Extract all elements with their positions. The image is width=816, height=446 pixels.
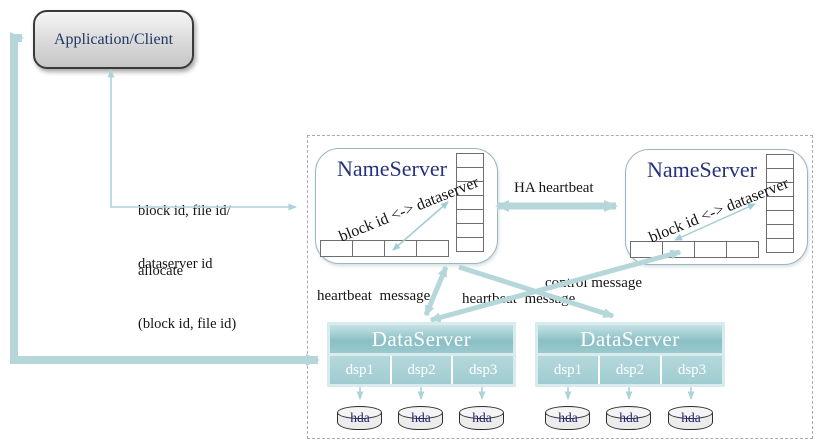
dataserver-1-title: DataServer bbox=[371, 327, 472, 351]
dataserver-1-dsp3: dsp3 bbox=[453, 356, 513, 384]
dataserver-1-dsp1: dsp1 bbox=[330, 356, 390, 384]
dataserver-1-dsp2: dsp2 bbox=[391, 356, 452, 384]
disk-label: hda bbox=[350, 410, 370, 425]
table-cell bbox=[384, 240, 417, 257]
dataserver-1-partitions: dsp1 dsp2 dsp3 bbox=[330, 356, 513, 384]
table-cell bbox=[456, 153, 484, 168]
heartbeat-message-left-label: heartbeat message bbox=[317, 288, 431, 304]
dataserver-1-header: DataServer bbox=[330, 325, 513, 354]
disk-label: hda bbox=[558, 410, 578, 425]
disk-cylinder-top bbox=[545, 406, 590, 419]
table-cell bbox=[766, 224, 794, 239]
table-cell bbox=[766, 154, 794, 169]
response-label-line1: dataserver id bbox=[138, 256, 213, 272]
dataserver-2-title: DataServer bbox=[580, 327, 680, 351]
table-cell bbox=[456, 237, 484, 252]
nameserver-1-title: NameServer bbox=[337, 156, 447, 181]
disk-label: hda bbox=[472, 410, 492, 425]
table-cell bbox=[766, 238, 794, 253]
disk-cylinder-top bbox=[398, 406, 443, 419]
application-client-label: Application/Client bbox=[53, 30, 174, 48]
table-cell bbox=[662, 241, 695, 258]
disk-cylinder-top bbox=[668, 406, 713, 419]
nameserver-2-box: NameServer block id <-> dataserver bbox=[625, 149, 808, 265]
table-cell bbox=[352, 240, 385, 257]
disk-hda: hda bbox=[668, 406, 714, 433]
ha-heartbeat-label: HA heartbeat bbox=[514, 180, 594, 196]
table-cell bbox=[766, 210, 794, 225]
response-label-line2: (block id, file id) bbox=[138, 316, 237, 332]
disk-cylinder-top bbox=[337, 406, 382, 419]
nameserver-1-box: NameServer block id <-> dataserver bbox=[315, 148, 498, 264]
dataserver-2-dsp2: dsp2 bbox=[600, 356, 660, 384]
dataserver-2-dsp1: dsp1 bbox=[538, 356, 598, 384]
table-cell bbox=[416, 240, 449, 257]
disk-hda: hda bbox=[606, 406, 652, 433]
nameserver-1-block-table bbox=[456, 153, 484, 252]
nameserver-1-dataserver-table bbox=[320, 240, 449, 257]
table-cell bbox=[456, 223, 484, 238]
dataserver-2-header: DataServer bbox=[538, 325, 722, 354]
table-cell bbox=[694, 241, 727, 258]
disk-hda: hda bbox=[545, 406, 591, 433]
nameserver-2-dataserver-table bbox=[630, 241, 759, 258]
disk-label: hda bbox=[411, 410, 431, 425]
disk-hda: hda bbox=[398, 406, 444, 433]
application-client-box: Application/Client bbox=[33, 10, 194, 69]
disk-cylinder-top bbox=[459, 406, 504, 419]
table-cell bbox=[456, 209, 484, 224]
dataserver-2-dsp3: dsp3 bbox=[662, 356, 722, 384]
dataserver-2-partitions: dsp1 dsp2 dsp3 bbox=[538, 356, 722, 384]
table-cell bbox=[726, 241, 759, 258]
heartbeat-message-right-label: heartbeat message bbox=[462, 291, 576, 307]
disk-cylinder-top bbox=[606, 406, 651, 419]
disk-hda: hda bbox=[459, 406, 505, 433]
response-label: dataserver id (block id, file id) bbox=[138, 214, 236, 374]
disk-label: hda bbox=[681, 410, 701, 425]
disk-hda: hda bbox=[337, 406, 383, 433]
nameserver-2-block-table bbox=[766, 154, 794, 253]
disk-label: hda bbox=[619, 410, 639, 425]
nameserver-2-title: NameServer bbox=[647, 157, 757, 182]
